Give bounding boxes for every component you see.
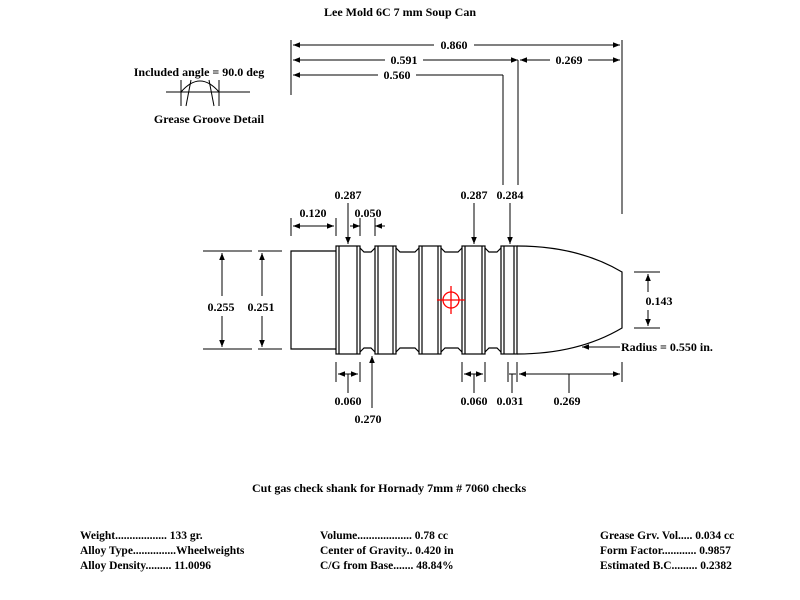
stat-weight: Weight.................. 133 gr. xyxy=(80,530,203,542)
lower-dimensions xyxy=(335,356,623,408)
dim-front-band-small: 0.031 xyxy=(497,394,524,408)
dim-meplat-dia: 0.143 xyxy=(646,294,673,308)
stats-middle-column: Volume................... 0.78 cc Center… xyxy=(320,529,454,574)
stat-form-factor: Form Factor............ 0.9857 xyxy=(600,545,731,557)
dim-front-band-dia: 0.287 xyxy=(461,188,488,202)
stat-alloy-density: Alloy Density......... 11.0096 xyxy=(80,560,211,572)
grease-groove-detail xyxy=(166,79,250,107)
groove-angle-label: Included angle = 90.0 deg xyxy=(134,65,265,79)
dim-ogive-radius: Radius = 0.550 in. xyxy=(621,340,713,354)
dim-rear-band-dia: 0.287 xyxy=(335,188,362,202)
dim-band-width-rear: 0.060 xyxy=(335,394,362,408)
dim-nose-length-bottom: 0.269 xyxy=(554,394,581,408)
dim-nose-length-top: 0.269 xyxy=(556,53,583,67)
stat-volume: Volume................... 0.78 cc xyxy=(320,530,448,542)
dim-groove-width: 0.050 xyxy=(355,206,382,220)
gas-check-note: Cut gas check shank for Hornady 7mm # 70… xyxy=(252,481,526,495)
upper-dimensions xyxy=(290,203,513,244)
dim-overall-length: 0.860 xyxy=(441,38,468,52)
dim-body-dia: 0.255 xyxy=(208,300,235,314)
diameter-dimensions xyxy=(203,250,660,350)
stat-grease-groove-volume: Grease Grv. Vol..... 0.034 cc xyxy=(600,530,735,542)
dim-to-front-band: 0.591 xyxy=(391,53,418,67)
stat-alloy-type: Alloy Type...............Wheelweights xyxy=(80,545,245,557)
dim-groove-dia: 0.270 xyxy=(355,412,382,426)
center-of-gravity-marker xyxy=(437,286,465,314)
groove-detail-caption: Grease Groove Detail xyxy=(154,112,265,126)
dim-to-rear-front-band: 0.560 xyxy=(384,68,411,82)
dim-band-width-front: 0.060 xyxy=(461,394,488,408)
stat-center-of-gravity: Center of Gravity.. 0.420 in xyxy=(320,545,454,557)
stat-estimated-bc: Estimated B.C......... 0.2382 xyxy=(600,560,732,572)
dim-shank-dia: 0.251 xyxy=(248,300,275,314)
stats-right-column: Grease Grv. Vol..... 0.034 cc Form Facto… xyxy=(600,529,734,574)
stat-cg-from-base: C/G from Base....... 48.84% xyxy=(320,560,454,572)
dim-shank-length: 0.120 xyxy=(300,206,327,220)
diagram-title: Lee Mold 6C 7 mm Soup Can xyxy=(324,5,476,19)
dim-nose-base-dia: 0.284 xyxy=(497,188,524,202)
stats-left-column: Weight.................. 133 gr. Alloy T… xyxy=(80,529,244,574)
bullet-outline xyxy=(290,245,623,355)
